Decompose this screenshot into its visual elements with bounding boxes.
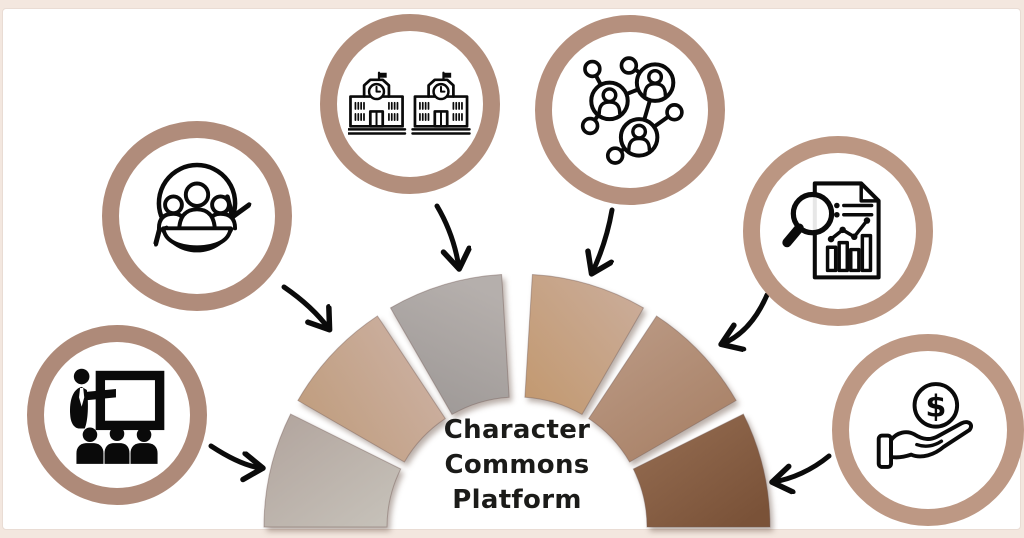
school-building-left: [348, 71, 407, 135]
presentation-board-icon: [70, 368, 165, 464]
network-people-icon: [580, 56, 684, 165]
arch-segment-2: [297, 315, 446, 463]
node-funding: $: [832, 334, 1024, 526]
arch-segment-1: [263, 413, 402, 528]
arch-segment-6: [632, 413, 771, 528]
network-person: [589, 80, 630, 122]
arch-segment-3: [389, 273, 510, 416]
hand-coin-icon: $: [876, 382, 973, 469]
arrow-from-community: [281, 284, 329, 329]
platform-title-line-2: Commons: [444, 450, 590, 480]
platform-title-line-3: Platform: [452, 485, 582, 515]
arch-segment-4: [524, 273, 645, 416]
node-schools: [320, 14, 500, 194]
network-person: [634, 62, 676, 103]
arrow-from-network: [592, 207, 615, 273]
node-training-presentation: [27, 325, 207, 505]
magnifier-report-icon: [782, 181, 881, 280]
network-person: [618, 117, 660, 158]
arrow-from-schools: [434, 203, 459, 268]
people-cycle-icon: [141, 162, 253, 253]
node-community-cycle: [102, 121, 292, 311]
school-buildings-icon: [348, 71, 471, 135]
arrow-from-presentation: [208, 443, 262, 468]
node-research-report: [743, 136, 933, 326]
arrow-from-funding: [773, 453, 832, 482]
school-building-right: [411, 71, 471, 135]
arch-segment-5: [588, 315, 737, 463]
node-people-network: [535, 15, 725, 205]
arrow-from-research: [722, 292, 770, 344]
platform-title: Character Commons Platform: [407, 413, 627, 518]
platform-title-line-1: Character: [443, 415, 591, 445]
dollar-symbol: $: [925, 390, 946, 425]
